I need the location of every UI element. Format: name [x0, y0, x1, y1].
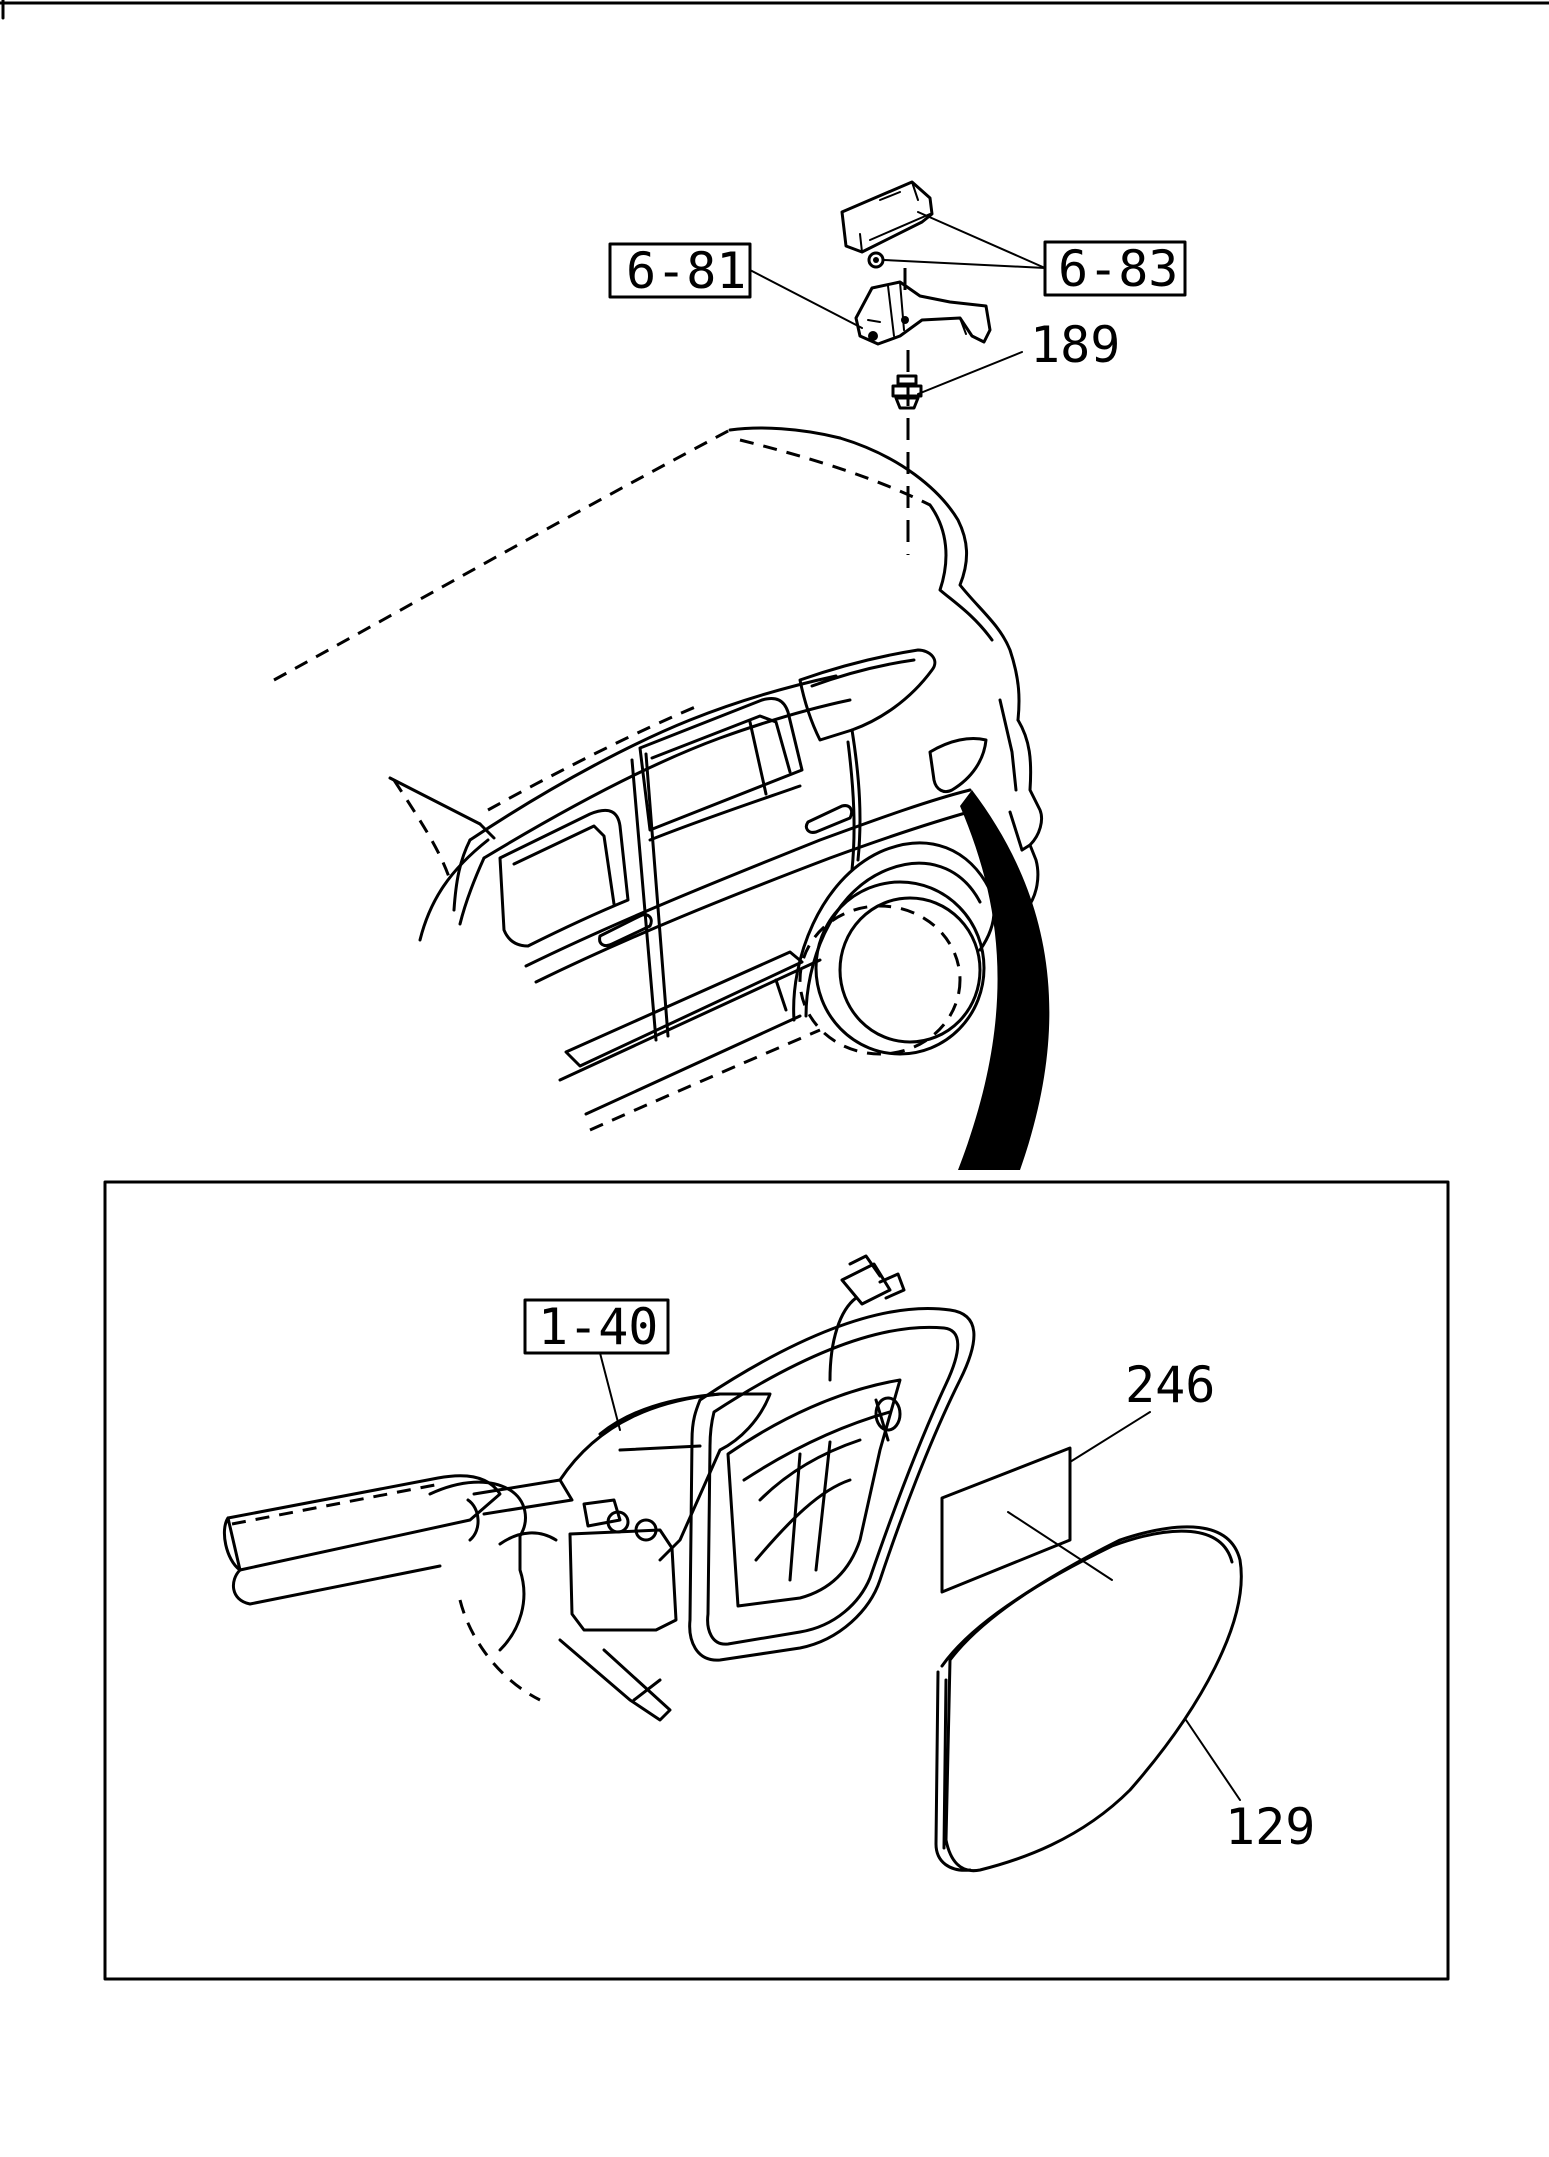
fuel-lid-part	[934, 1525, 1243, 1873]
callout-246: 246	[1069, 1356, 1215, 1463]
svg-text:246: 246	[1125, 1356, 1215, 1414]
svg-text:189: 189	[1030, 316, 1120, 374]
callout-6-83: 6-83	[883, 211, 1187, 298]
svg-text:6-83: 6-83	[1058, 240, 1178, 298]
detail-frame	[103, 1180, 1450, 1981]
antenna-nut-part	[867, 251, 885, 269]
antenna-cover-part	[840, 180, 934, 254]
page-frame	[0, 0, 1549, 20]
fuel-filler-assembly	[223, 1254, 976, 1722]
leader-sticker-to-lid	[1007, 1511, 1113, 1581]
antenna-bolt-part	[891, 374, 923, 410]
vehicle-body	[273, 426, 1050, 1170]
callout-189: 189	[917, 316, 1120, 395]
svg-text:6-81: 6-81	[626, 242, 746, 300]
callout-129: 129	[1185, 1719, 1315, 1856]
svg-text:1-40: 1-40	[538, 1298, 658, 1356]
label-sticker-part	[940, 1446, 1072, 1594]
callout-1-40: 1-40	[523, 1298, 670, 1431]
callout-6-81: 6-81	[608, 242, 863, 329]
svg-text:129: 129	[1225, 1798, 1315, 1856]
antenna-base-bracket-part	[854, 280, 992, 346]
